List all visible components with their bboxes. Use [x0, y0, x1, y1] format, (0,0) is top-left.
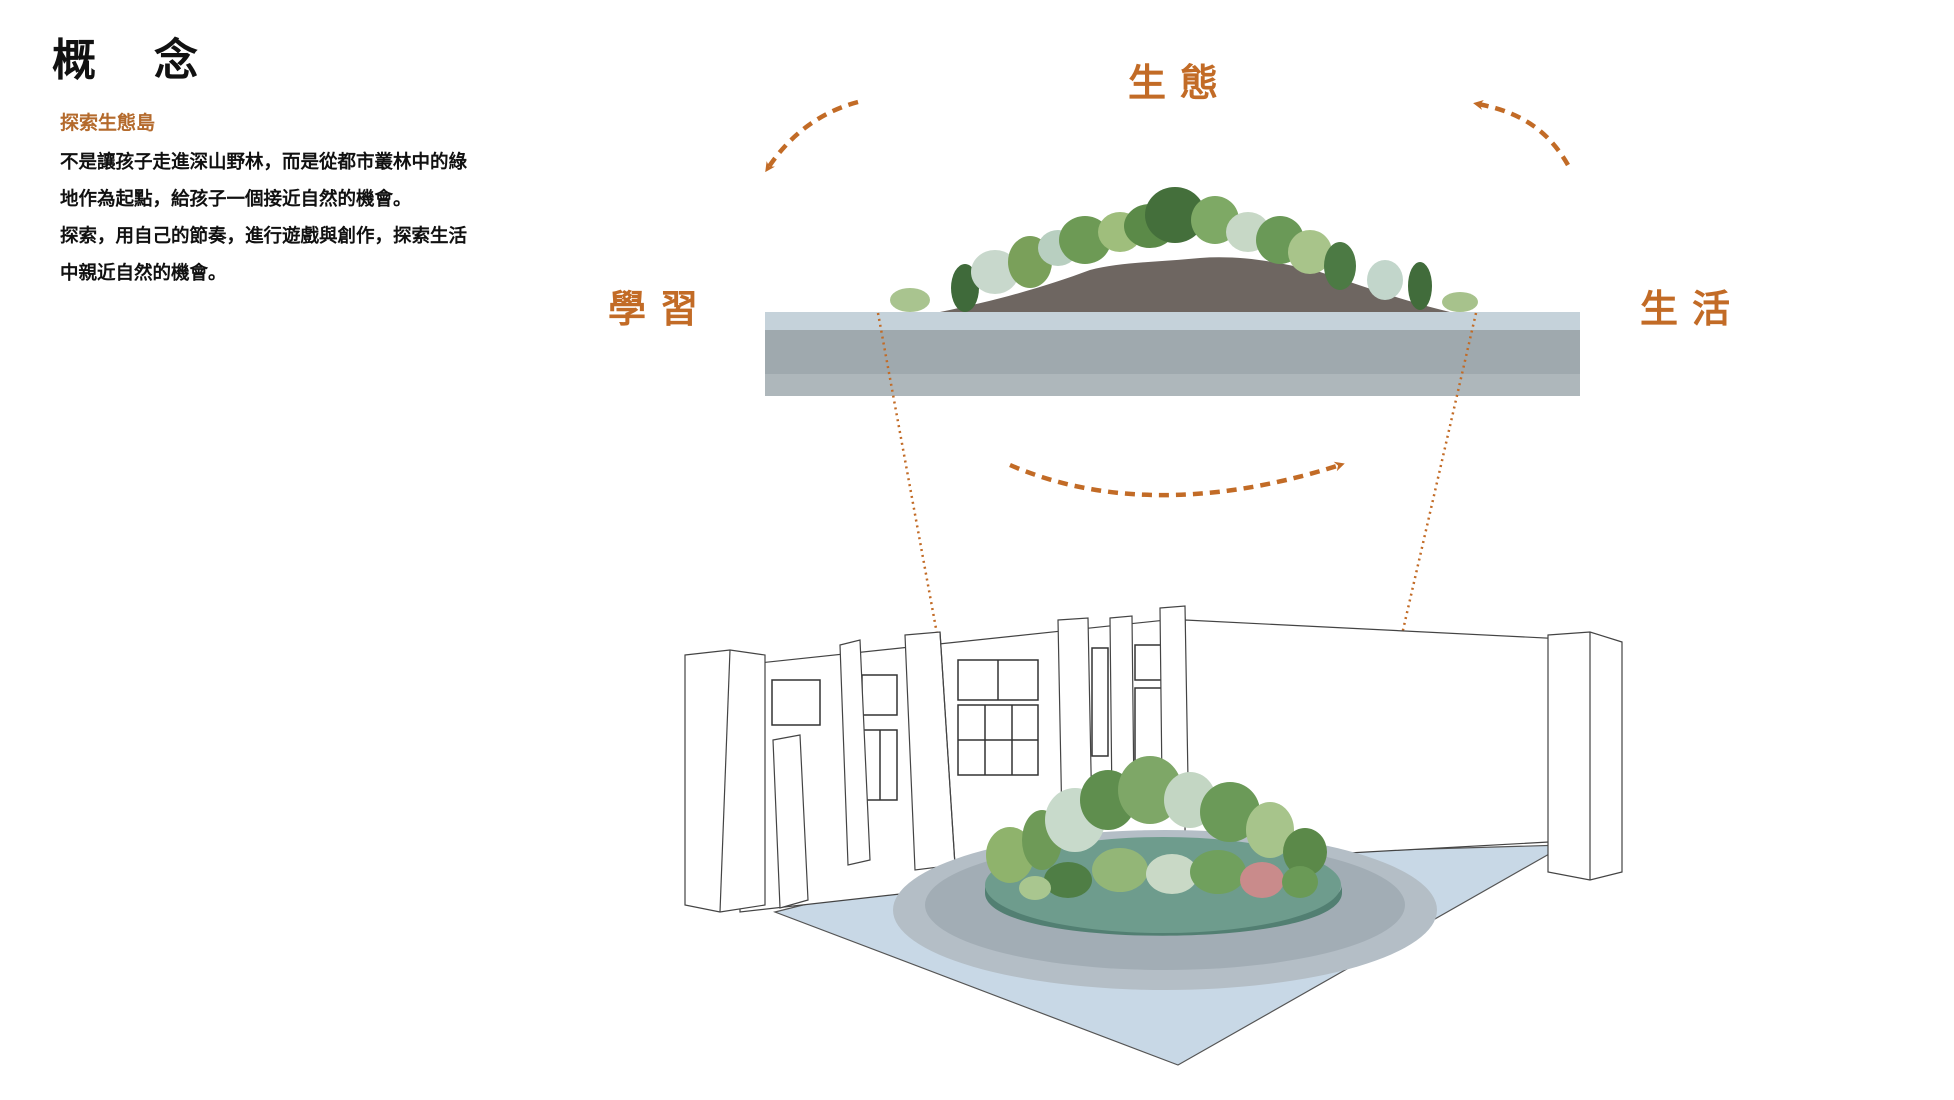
pillars	[684, 605, 1623, 913]
intro-paragraph-1: 不是讓孩子走進深山野林，而是從都市叢林中的綠地作為起點，給孩子一個接近自然的機會…	[60, 152, 468, 210]
page-title: 概念	[52, 35, 256, 86]
room-model	[684, 605, 1623, 1066]
concept-label-ecology: 生態	[1128, 61, 1233, 105]
slab-top-layer	[765, 312, 1580, 330]
cycle-arrows	[765, 99, 1570, 498]
planter-vegetation	[986, 756, 1327, 900]
island-vegetation	[890, 187, 1478, 312]
arrow-living-to-ecology	[1473, 100, 1570, 167]
arrow-ecology-to-learning	[765, 99, 859, 173]
concept-label-living: 生活	[1640, 287, 1745, 331]
intro-paragraph-2: 探索，用自己的節奏，進行遊戲與創作，探索生活中親近自然的機會。	[60, 226, 468, 284]
soil-mound	[940, 257, 1450, 312]
concept-label-learning: 學習	[608, 287, 713, 331]
intro-text: 不是讓孩子走進深山野林，而是從都市叢林中的綠地作為起點，給孩子一個接近自然的機會…	[60, 144, 480, 292]
island-section	[765, 187, 1580, 396]
slab-bottom-layer	[765, 374, 1580, 396]
intro-heading: 探索生態島	[60, 112, 156, 134]
arrow-learning-to-living	[1009, 461, 1345, 498]
slab-middle-layer	[765, 330, 1580, 374]
